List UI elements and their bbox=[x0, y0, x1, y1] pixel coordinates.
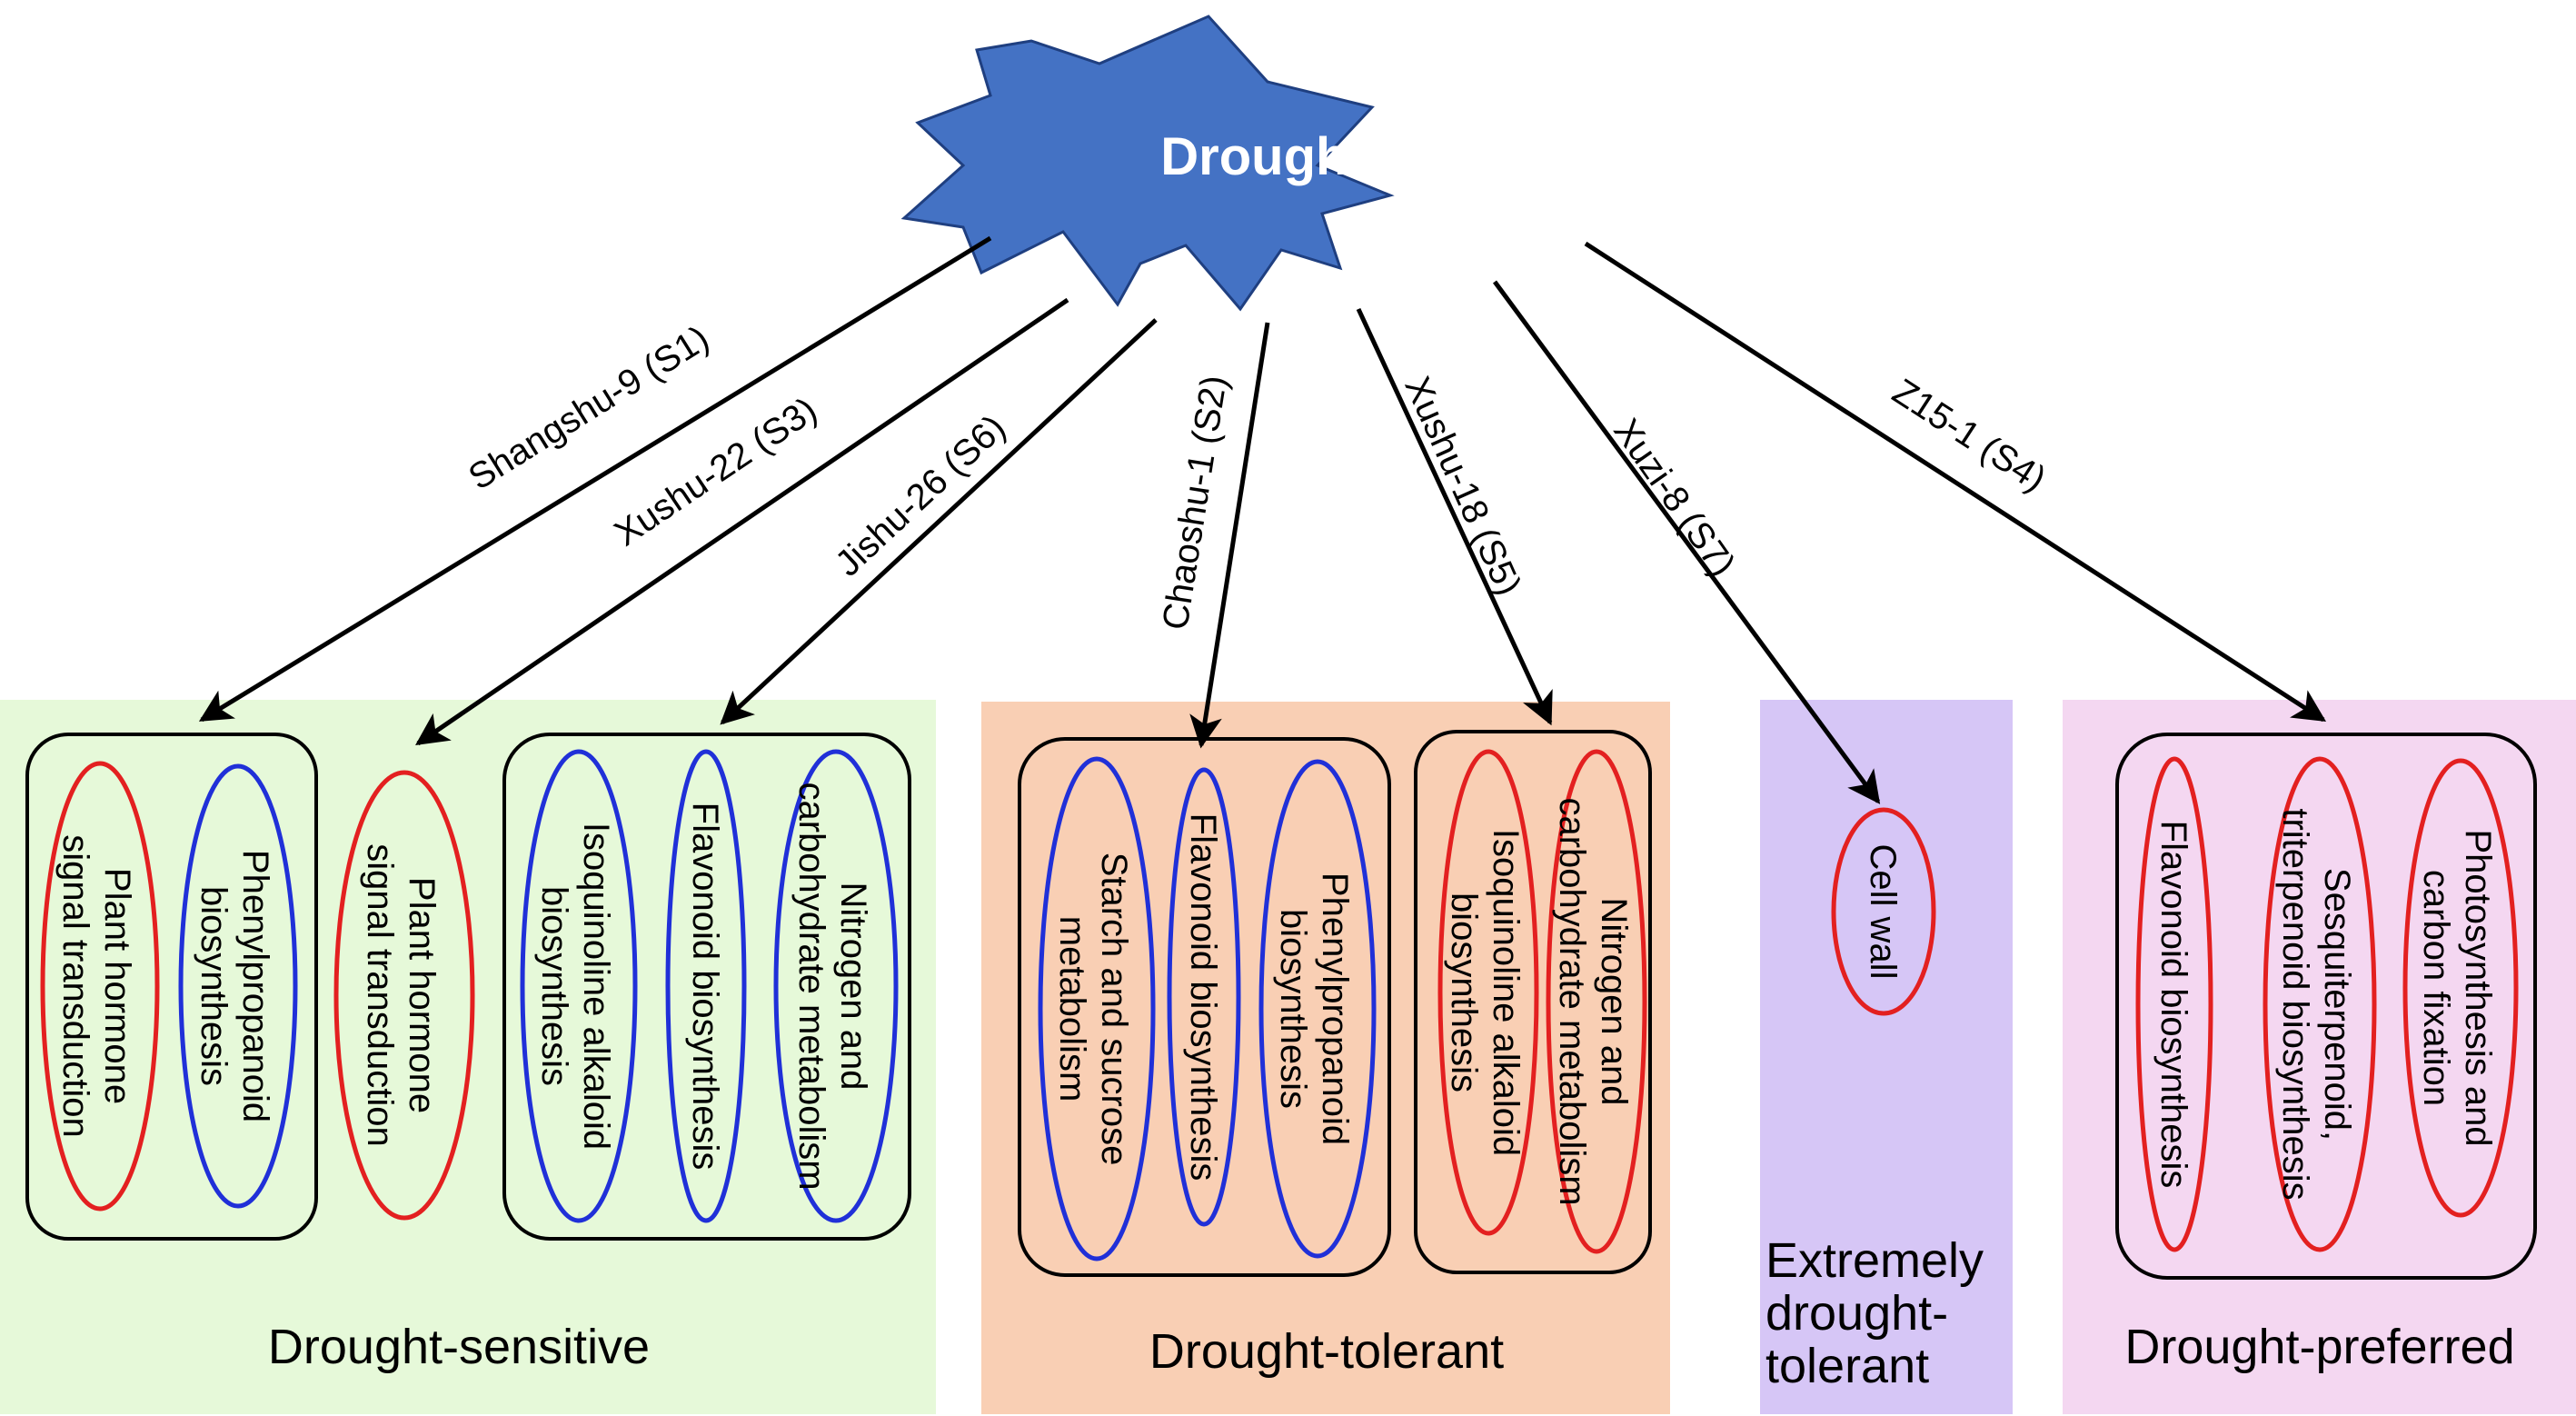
pathway-label-s1-b: Phenylpropanoidbiosynthesis bbox=[194, 850, 275, 1122]
pathway-label-s6-a: Isoquinoline alkaloidbiosynthesis bbox=[534, 823, 616, 1150]
arrow-s6 bbox=[720, 318, 1158, 725]
pathway-ellipse-s5-a bbox=[1437, 749, 1539, 1236]
box-s6 bbox=[502, 733, 911, 1241]
box-s5 bbox=[1414, 730, 1652, 1274]
pathway-label-s4-c: Photosynthesis andcarbon fixation bbox=[2416, 829, 2498, 1146]
panel-drought-preferred bbox=[2063, 700, 2576, 1414]
group-label-drought-tolerant: Drought-tolerant bbox=[1149, 1324, 1504, 1379]
drought-burst-shape bbox=[900, 15, 1395, 312]
pathway-ellipse-s2-b bbox=[1167, 767, 1241, 1227]
pathway-ellipse-s3-a bbox=[333, 770, 475, 1221]
pathway-ellipse-s2-a bbox=[1038, 756, 1156, 1261]
group-label-extremely-drought-tolerant: Extremely drought- tolerant bbox=[1765, 1233, 1997, 1393]
pathway-label-s4-b: Sesquiterpenoid,triterpenoid biosynthesi… bbox=[2275, 808, 2357, 1200]
pathway-ellipse-s6-c bbox=[773, 749, 899, 1223]
pathway-label-s3-a: Plant hormonesignal transduction bbox=[360, 843, 442, 1147]
cultivar-label-s6: Jishu-26 (S6) bbox=[828, 407, 1013, 583]
group-label-drought-preferred: Drought-preferred bbox=[2124, 1320, 2514, 1374]
pathway-label-s7-a: Cell wall bbox=[1863, 844, 1903, 980]
arrow-s3 bbox=[415, 297, 1069, 746]
pathway-ellipse-s4-c bbox=[2402, 758, 2519, 1218]
box-s4 bbox=[2115, 733, 2537, 1280]
cultivar-label-s1: Shangshu-9 (S1) bbox=[462, 318, 716, 498]
cultivar-label-s4: Z15-1 (S4) bbox=[1885, 372, 2053, 500]
pathway-ellipse-s1-a bbox=[40, 761, 160, 1212]
panel-extremely-drought-tolerant bbox=[1760, 700, 2013, 1414]
pathway-label-s2-c: Phenylpropanoidbiosynthesis bbox=[1273, 873, 1355, 1145]
pathway-ellipse-s4-a bbox=[2135, 756, 2213, 1252]
arrow-s4 bbox=[1584, 241, 2327, 723]
arrow-s1 bbox=[198, 235, 992, 723]
arrow-s5 bbox=[1356, 307, 1553, 726]
pathway-label-s5-b: Nitrogen andcarbohydrate metabolism bbox=[1552, 797, 1634, 1205]
pathway-ellipse-s5-b bbox=[1546, 749, 1647, 1254]
pathway-label-s6-b: Flavonoid biosynthesis bbox=[685, 803, 725, 1171]
pathway-label-s5-a: Isoquinoline alkaloidbiosynthesis bbox=[1444, 829, 1526, 1156]
pathway-label-s6-c: Nitrogen andcarbohydrate metabolism bbox=[791, 782, 873, 1190]
arrow-s7 bbox=[1492, 280, 1881, 804]
pathway-ellipse-s1-b bbox=[178, 763, 298, 1209]
drought-label: Drought bbox=[1160, 127, 1366, 186]
pathway-label-s2-b: Flavonoid biosynthesis bbox=[1183, 813, 1223, 1182]
box-s2 bbox=[1018, 737, 1391, 1277]
pathway-label-s4-a: Flavonoid biosynthesis bbox=[2153, 821, 2193, 1189]
pathway-ellipse-s6-a bbox=[520, 749, 638, 1223]
group-label-drought-sensitive: Drought-sensitive bbox=[268, 1320, 650, 1374]
pathway-label-s2-a: Starch and sucrosemetabolism bbox=[1052, 853, 1134, 1166]
pathway-ellipse-s7-a bbox=[1831, 807, 1936, 1016]
pathway-ellipse-s2-c bbox=[1258, 759, 1377, 1259]
pathway-label-s1-a: Plant hormonesignal transduction bbox=[55, 834, 137, 1138]
box-s1 bbox=[25, 733, 318, 1241]
pathway-ellipse-s4-b bbox=[2263, 756, 2377, 1252]
pathway-ellipse-s6-b bbox=[665, 749, 747, 1223]
arrow-s2 bbox=[1189, 322, 1270, 749]
cultivar-label-s5: Xushu-18 (S5) bbox=[1397, 371, 1528, 602]
cultivar-label-s3: Xushu-22 (S3) bbox=[608, 390, 824, 554]
cultivar-label-s7: Xuzi-8 (S7) bbox=[1606, 412, 1743, 583]
panel-drought-tolerant bbox=[981, 702, 1670, 1414]
